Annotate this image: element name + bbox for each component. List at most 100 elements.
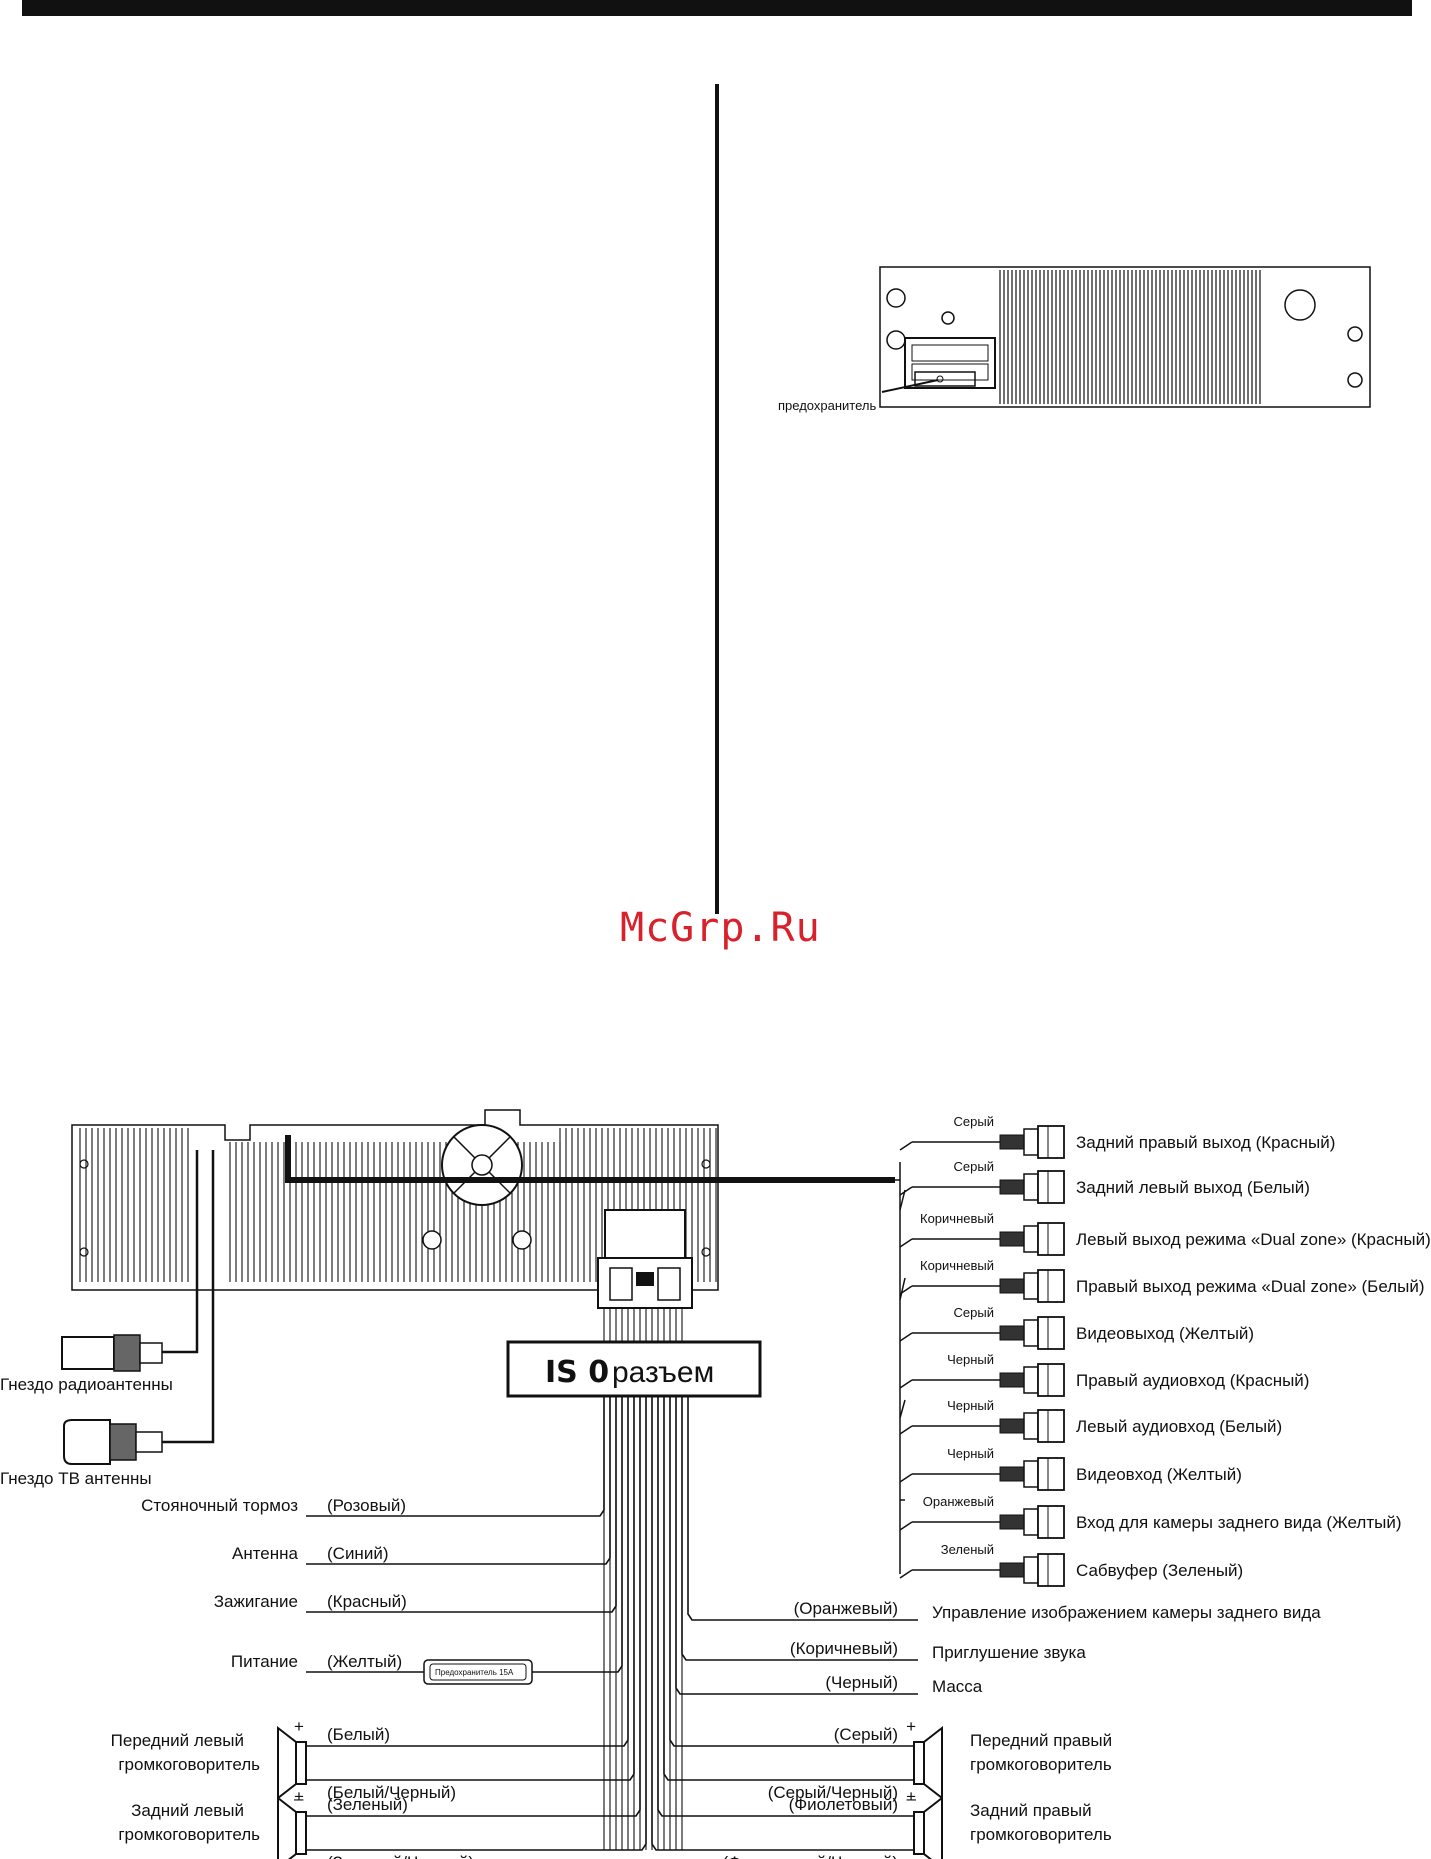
speaker-rear-right: +–(Фиолетовый)(Фиолетовый/Черный)Задний … (651, 1396, 1112, 1859)
wire-function-label: Зажигание (214, 1592, 298, 1611)
wire-function-label: Приглушение звука (932, 1643, 1086, 1662)
rca-output-label: Правый аудиовход (Красный) (1076, 1371, 1309, 1390)
power-fuse: Предохранитель 15А (423, 1659, 533, 1685)
left-wires: Стояночный тормоз (Розовый) Антенна (Синий)… (141, 1396, 623, 1673)
rca-wire-color: Черный (947, 1352, 994, 1367)
rca-output-label: Вход для камеры заднего вида (Желтый) (1076, 1513, 1402, 1532)
tv-antenna-label: Гнездо ТВ антенны (0, 1469, 152, 1488)
rca-output-label: Задний левый выход (Белый) (1076, 1178, 1310, 1197)
iso-connector-label: IS 0 разъем (506, 1340, 762, 1398)
right-wire-2: (Коричневый) Приглушение звука (681, 1396, 1086, 1662)
plus-sign: + (294, 1717, 304, 1736)
fuse-label: предохранитель (778, 398, 876, 413)
speaker-name: громкоговоритель (118, 1825, 260, 1844)
plus-sign: + (294, 1787, 304, 1806)
head-unit-rear (71, 1109, 719, 1309)
speaker-minus-wire: (Серый/Черный) (768, 1783, 898, 1802)
wire-color-label: (Желтый) (327, 1652, 402, 1671)
rca-wire-color: Коричневый (920, 1258, 994, 1273)
right-wire-3: (Черный) Масса (675, 1396, 983, 1696)
speaker-minus-wire: (Зеленый/Черный) (327, 1853, 474, 1859)
wire-function-label: Управление изображением камеры заднего в… (932, 1603, 1321, 1622)
left-wire-2: Антенна (Синий) (232, 1396, 611, 1565)
left-wire-1: Стояночный тормоз (Розовый) (141, 1396, 605, 1517)
plus-sign: + (906, 1787, 916, 1806)
rca-output-label: Левый аудиовход (Белый) (1076, 1417, 1282, 1436)
rca-wire-color: Коричневый (920, 1211, 994, 1226)
wire-color-label: (Синий) (327, 1544, 388, 1563)
speaker-name: громкоговоритель (970, 1825, 1112, 1844)
plus-sign: + (906, 1717, 916, 1736)
wire-color-label: (Коричневый) (790, 1639, 898, 1658)
speaker-front-left: +–(Белый)(Белый/Черный)Передний левыйгро… (111, 1396, 635, 1808)
speaker-name: Задний правый (970, 1801, 1092, 1820)
radio-antenna-label: Гнездо радиоантенны (0, 1375, 173, 1394)
speaker-name: Передний левый (111, 1731, 244, 1750)
tv-antenna-socket: Гнездо ТВ антенны (0, 1419, 163, 1488)
speaker-plus-wire: (Фиолетовый) (789, 1795, 898, 1814)
left-wire-3: Зажигание (Красный) (214, 1396, 617, 1613)
speaker-front-right: +–(Серый)(Серый/Черный)Передний правыйгр… (663, 1396, 1112, 1808)
speaker-plus-wire: (Белый) (327, 1725, 390, 1744)
rca-wire-color: Оранжевый (923, 1494, 994, 1509)
watermark: McGrp.Ru (620, 905, 821, 951)
speaker-name: Задний левый (131, 1801, 244, 1820)
left-wire-4: Питание (Желтый) (231, 1396, 623, 1673)
wire-color-label: (Розовый) (327, 1496, 406, 1515)
wire-function-label: Стояночный тормоз (141, 1496, 298, 1515)
speaker-plus-wire: (Серый) (834, 1725, 898, 1744)
minus-sign: – (294, 1789, 304, 1808)
iso-bold: IS 0 (545, 1355, 609, 1390)
speakers: +–(Белый)(Белый/Черный)Передний левыйгро… (111, 1396, 1112, 1859)
rca-output-label: Правый выход режима «Dual zone» (Белый) (1076, 1277, 1425, 1296)
column-divider (715, 84, 719, 914)
rca-wire-color: Серый (954, 1159, 994, 1174)
fuse-15a-label: Предохранитель 15А (435, 1668, 514, 1677)
top-bar (22, 0, 1412, 16)
rca-wire-color: Черный (947, 1398, 994, 1413)
right-wires: (Оранжевый) Управление изображением камер… (675, 1396, 1321, 1696)
rca-output-label: Левый выход режима «Dual zone» (Красный) (1076, 1230, 1431, 1249)
rca-output-label: Видеовход (Желтый) (1076, 1465, 1242, 1484)
speaker-plus-wire: (Зеленый) (327, 1795, 408, 1814)
rca-wire-color: Зеленый (941, 1542, 994, 1557)
rca-output-label: Задний правый выход (Красный) (1076, 1133, 1335, 1152)
wire-color-label: (Черный) (825, 1673, 898, 1692)
rca-wire-color: Серый (954, 1114, 994, 1129)
rca-output-label: Сабвуфер (Зеленый) (1076, 1561, 1243, 1580)
wire-function-label: Антенна (232, 1544, 299, 1563)
speaker-name: громкоговоритель (118, 1755, 260, 1774)
right-wire-1: (Оранжевый) Управление изображением камер… (687, 1396, 1321, 1622)
rca-output-label: Видеовыход (Желтый) (1076, 1324, 1254, 1343)
speaker-minus-wire: (Белый/Черный) (327, 1783, 456, 1802)
wire-color-label: (Оранжевый) (794, 1599, 898, 1618)
minus-sign: – (907, 1789, 917, 1808)
wire-color-label: (Красный) (327, 1592, 407, 1611)
wire-function-label: Питание (231, 1652, 298, 1671)
rear-panel-fuse-diagram: предохранитель (778, 266, 1371, 413)
rca-fan (895, 1162, 906, 1574)
wire-function-label: Масса (932, 1677, 983, 1696)
panel-heatsink-fins (999, 270, 1261, 404)
speaker-name: Передний правый (970, 1731, 1112, 1750)
speaker-name: громкоговоритель (970, 1755, 1112, 1774)
iso-text: разъем (612, 1356, 714, 1389)
speaker-rear-left: +–(Зеленый)(Зеленый/Черный)Задний левыйг… (118, 1396, 647, 1859)
radio-antenna-socket: Гнездо радиоантенны (0, 1334, 173, 1394)
rca-wire-color: Черный (947, 1446, 994, 1461)
antenna-cables (162, 1150, 215, 1444)
rca-wire-color: Серый (954, 1305, 994, 1320)
speaker-minus-wire: (Фиолетовый/Черный) (723, 1853, 899, 1859)
